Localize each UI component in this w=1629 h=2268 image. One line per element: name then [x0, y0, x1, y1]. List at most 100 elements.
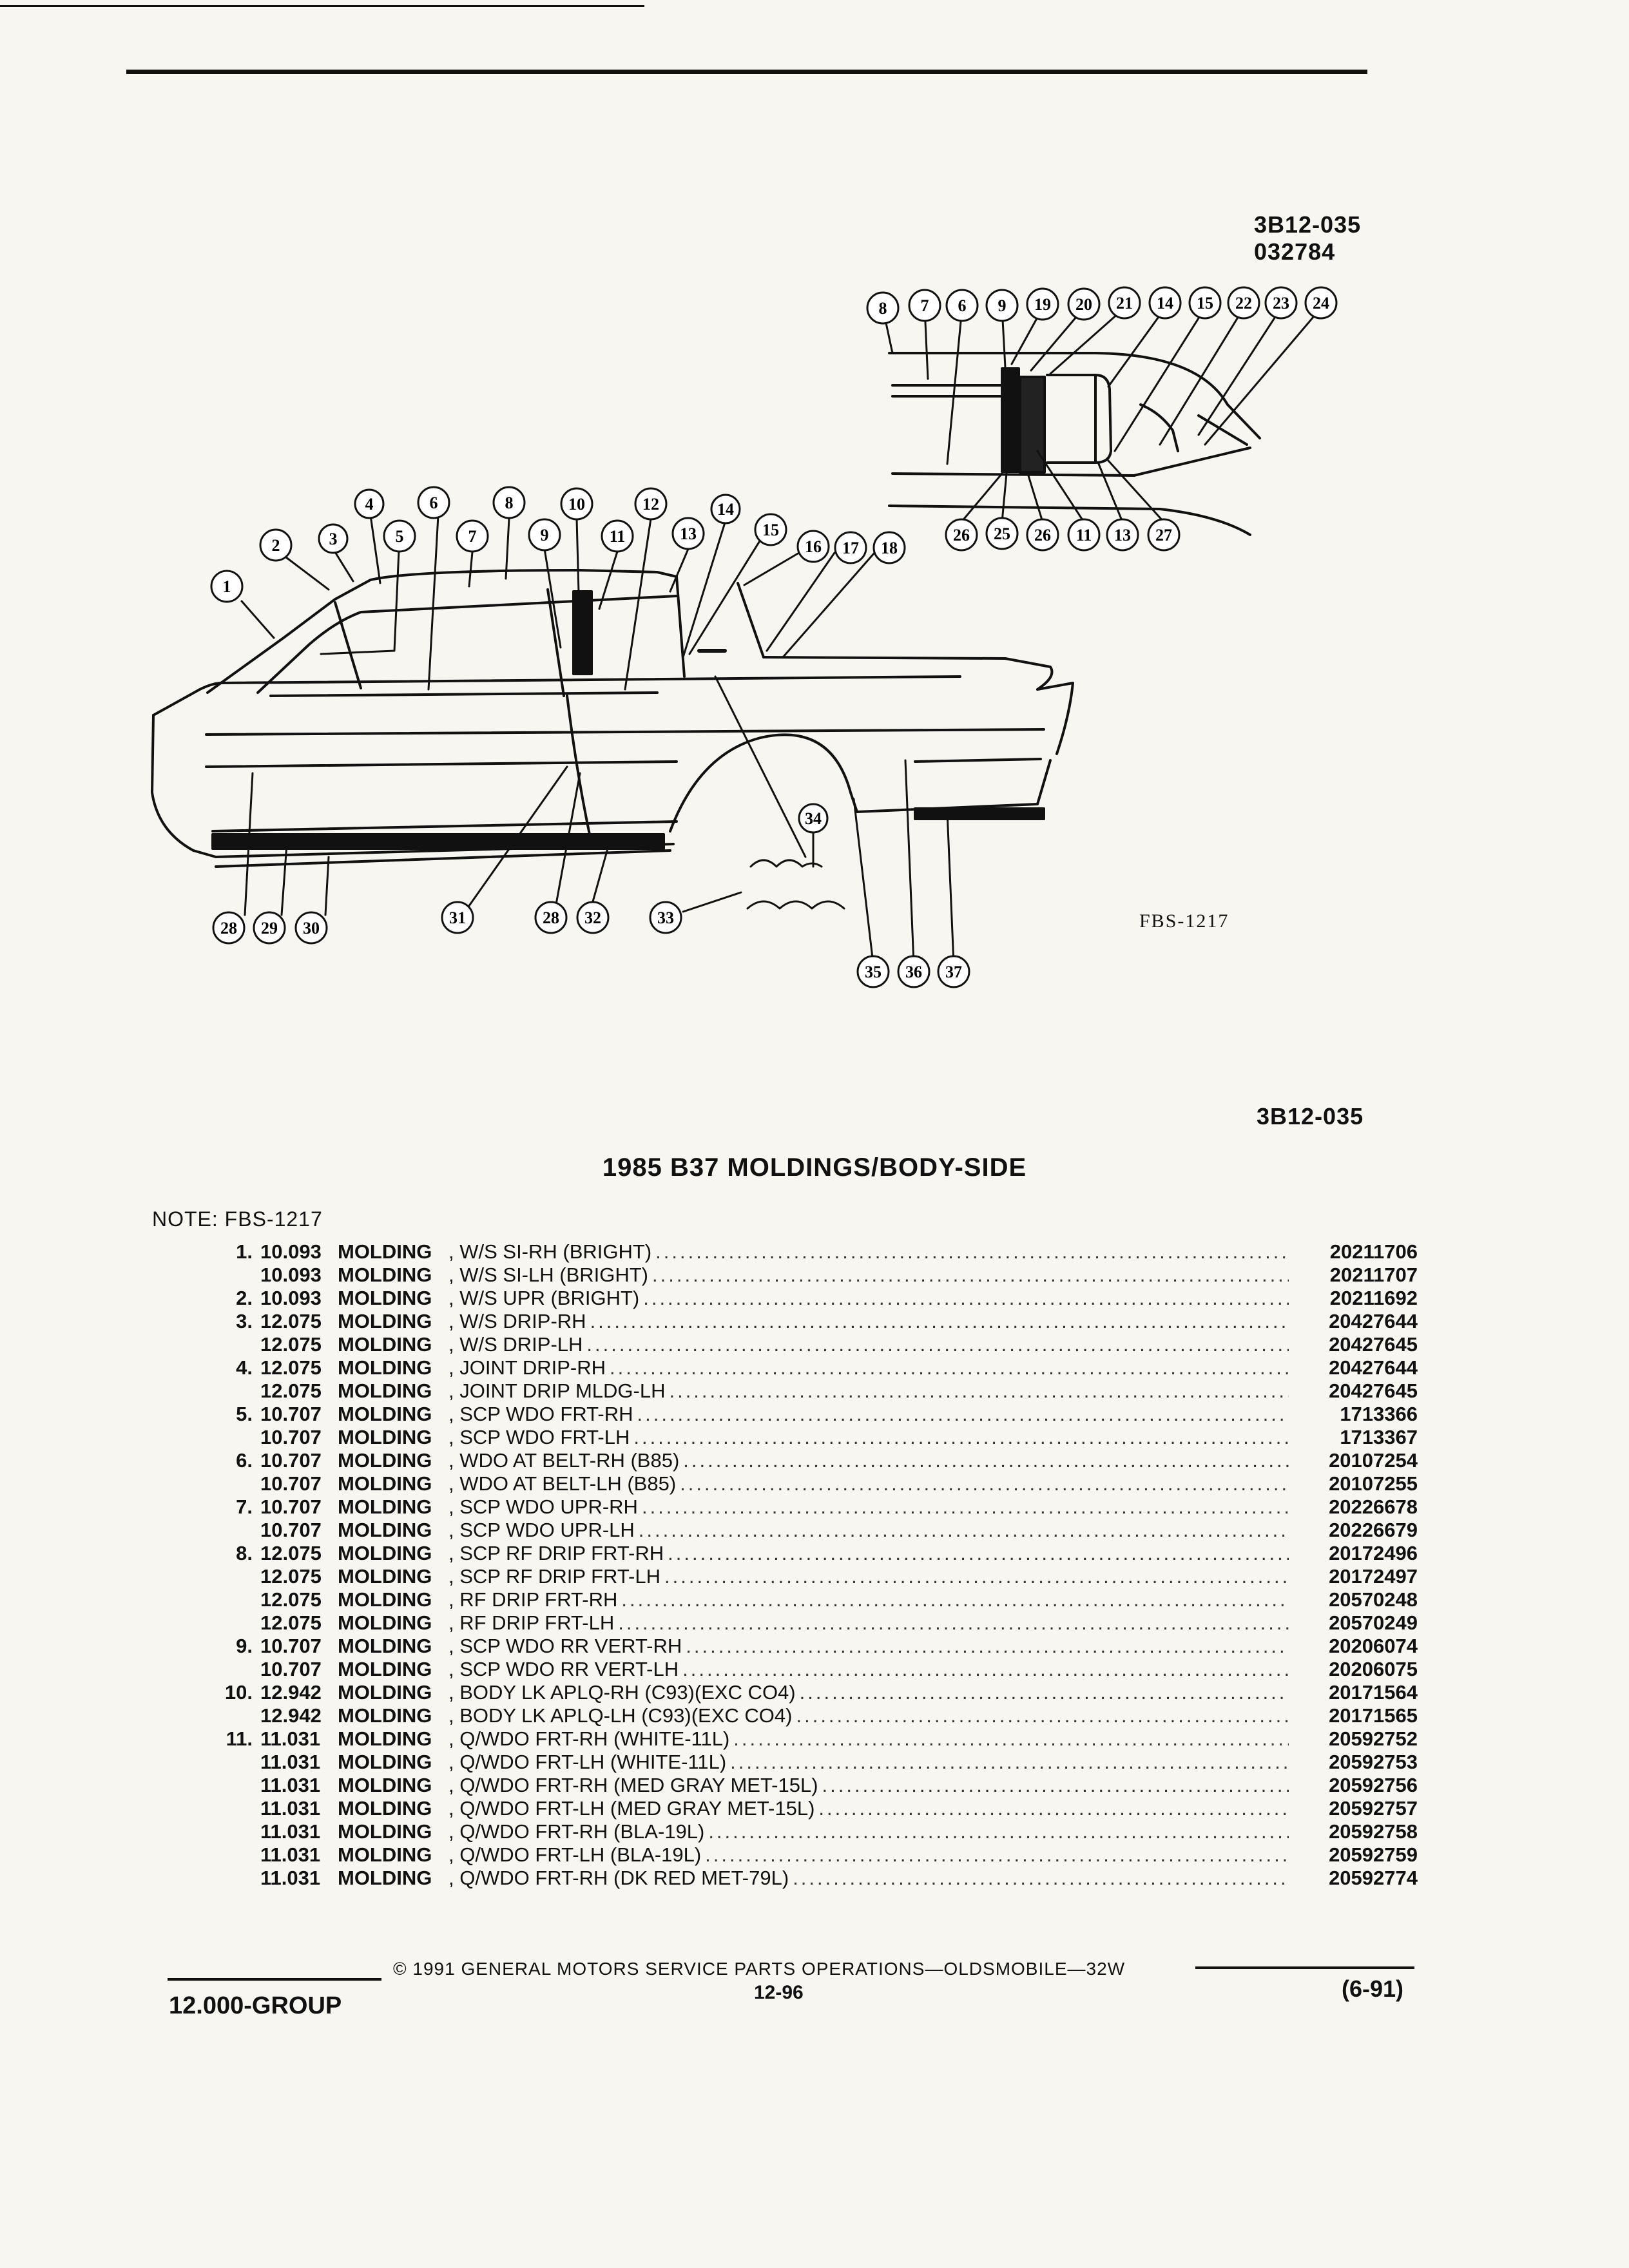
leader-dots: ........................................…: [610, 1356, 1289, 1379]
leader-lines: [240, 307, 1322, 965]
part-item-number: [193, 1588, 260, 1611]
part-name: MOLDING: [338, 1519, 432, 1541]
part-item-number: 5.: [236, 1403, 253, 1425]
callout-25: 25: [985, 517, 1019, 550]
callout-27: 27: [1147, 518, 1181, 552]
part-item-number: [193, 1333, 260, 1356]
part-number: 20226679: [1329, 1519, 1418, 1541]
part-group: 12.075: [260, 1611, 322, 1634]
callout-number: 36: [905, 963, 922, 981]
part-item-number: 11.: [226, 1727, 253, 1750]
revision-date: (6-91): [1342, 1975, 1404, 2002]
part-number: 20427645: [1329, 1333, 1418, 1356]
callout-36: 36: [897, 955, 930, 988]
part-name: MOLDING: [338, 1797, 432, 1820]
part-item-number: 8.: [236, 1542, 253, 1564]
leader-dots: ........................................…: [686, 1635, 1289, 1657]
part-description: , WDO AT BELT-RH (B85): [448, 1449, 680, 1472]
callout-number: 23: [1273, 294, 1289, 312]
callout-34: 34: [798, 803, 829, 834]
leader-dots: ........................................…: [668, 1542, 1289, 1564]
part-item-number: [193, 1611, 260, 1635]
part-group: 11.031: [260, 1843, 321, 1866]
callout-number: 28: [220, 919, 237, 937]
callout-number: 10: [568, 495, 585, 514]
callout-number: 14: [1157, 294, 1173, 312]
leader-dots: ........................................…: [638, 1519, 1289, 1541]
part-item-number: 1.: [236, 1240, 253, 1263]
part-group: 12.075: [260, 1356, 322, 1379]
part-number: 20592759: [1329, 1843, 1418, 1866]
part-name: MOLDING: [338, 1681, 432, 1704]
emblem-script: [746, 859, 845, 910]
part-item-number: 4.: [236, 1356, 253, 1379]
callout-number: 5: [396, 527, 404, 546]
callout-13-inset: 13: [1106, 518, 1139, 552]
callout-number: 16: [805, 537, 822, 556]
part-group: 12.075: [260, 1333, 322, 1356]
part-number: 20427645: [1329, 1379, 1418, 1402]
callout-5: 5: [383, 519, 416, 553]
part-item-number: 6.: [236, 1449, 253, 1472]
part-name: MOLDING: [338, 1379, 432, 1402]
part-description: , SCP WDO RR VERT-LH: [448, 1658, 679, 1680]
part-description: , W/S UPR (BRIGHT): [448, 1287, 640, 1309]
part-name: MOLDING: [338, 1426, 432, 1448]
part-item-number: [193, 1264, 260, 1287]
callout-number: 9: [541, 526, 549, 544]
part-group: 10.707: [260, 1472, 322, 1495]
page-number: 12-96: [754, 1982, 804, 2003]
part-item-number: [193, 1797, 260, 1820]
callout-28-b: 28: [534, 901, 568, 934]
callout-22: 22: [1227, 286, 1260, 320]
part-item-number: [193, 1519, 260, 1542]
part-group: 10.707: [260, 1658, 322, 1680]
part-description: , W/S DRIP-RH: [448, 1310, 586, 1332]
callout-number: 3: [329, 530, 338, 548]
leader-dots: ........................................…: [793, 1867, 1289, 1889]
callout-8: 8: [492, 486, 526, 519]
callout-number: 2: [272, 536, 280, 555]
callout-number: 21: [1116, 294, 1133, 312]
leader-dots: ........................................…: [730, 1751, 1289, 1773]
part-name: MOLDING: [338, 1820, 432, 1843]
part-name: MOLDING: [338, 1611, 432, 1634]
callout-13: 13: [671, 517, 705, 550]
part-group: 10.093: [260, 1240, 322, 1263]
part-name: MOLDING: [338, 1704, 432, 1727]
part-name: MOLDING: [338, 1264, 432, 1286]
callout-number: 13: [680, 524, 697, 543]
group-label: 12.000-GROUP: [169, 1992, 342, 2019]
callout-6-inset: 6: [945, 289, 979, 322]
part-description: , RF DRIP FRT-RH: [448, 1588, 618, 1611]
part-name: MOLDING: [338, 1751, 432, 1773]
part-name: MOLDING: [338, 1495, 432, 1518]
ref-code: 3B12-035: [1254, 211, 1362, 238]
part-number: 1713366: [1340, 1403, 1418, 1425]
leader-dots: ........................................…: [708, 1820, 1289, 1843]
part-name: MOLDING: [338, 1403, 432, 1425]
part-group: 12.942: [260, 1681, 322, 1704]
callout-17: 17: [834, 531, 867, 564]
part-number: 20592758: [1329, 1820, 1418, 1843]
part-name: MOLDING: [338, 1843, 432, 1866]
callout-7-inset: 7: [908, 289, 941, 322]
part-group: 12.075: [260, 1542, 322, 1564]
part-group: 11.031: [260, 1797, 321, 1820]
part-item-number: [193, 1704, 260, 1727]
part-group: 10.707: [260, 1426, 322, 1448]
part-number: 20427644: [1329, 1356, 1418, 1379]
callout-11-inset: 11: [1067, 518, 1101, 552]
callout-number: 19: [1034, 295, 1051, 314]
